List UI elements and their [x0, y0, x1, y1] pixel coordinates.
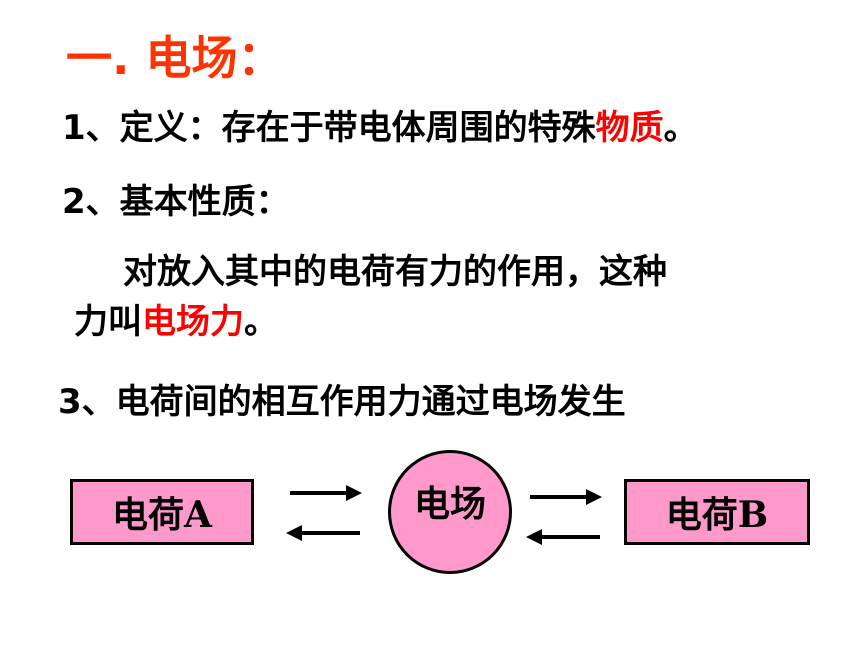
definition-line: 1、定义：存在于带电体周围的特殊物质。: [62, 106, 698, 150]
double-arrow-icon-left: [286, 485, 362, 541]
electric-field-circle: 电场: [388, 450, 512, 574]
interaction-line: 3、电荷间的相互作用力通过电场发生: [58, 382, 626, 422]
property-text-line2: 力叫电场力。: [74, 300, 278, 344]
charge-a-box: 电荷A: [70, 479, 254, 545]
property-period: 。: [244, 302, 278, 342]
property-text-prefix: 力叫: [74, 302, 142, 342]
definition-highlight: 物质: [595, 108, 664, 148]
charge-b-box: 电荷B: [624, 479, 810, 545]
property-highlight: 电场力: [142, 302, 244, 342]
section-title: 一. 电场：: [66, 31, 284, 85]
property-heading: 2、基本性质：: [62, 182, 290, 222]
property-text-line1: 对放入其中的电荷有力的作用，这种: [123, 252, 667, 292]
definition-text: 1、定义：存在于带电体周围的特殊: [62, 108, 596, 148]
double-arrow-icon-right: [526, 489, 602, 545]
right-arrow-icon: [290, 485, 362, 501]
left-arrow-icon: [526, 529, 600, 545]
left-arrow-icon: [286, 525, 360, 541]
definition-period: 。: [663, 108, 698, 148]
right-arrow-icon: [530, 489, 602, 505]
